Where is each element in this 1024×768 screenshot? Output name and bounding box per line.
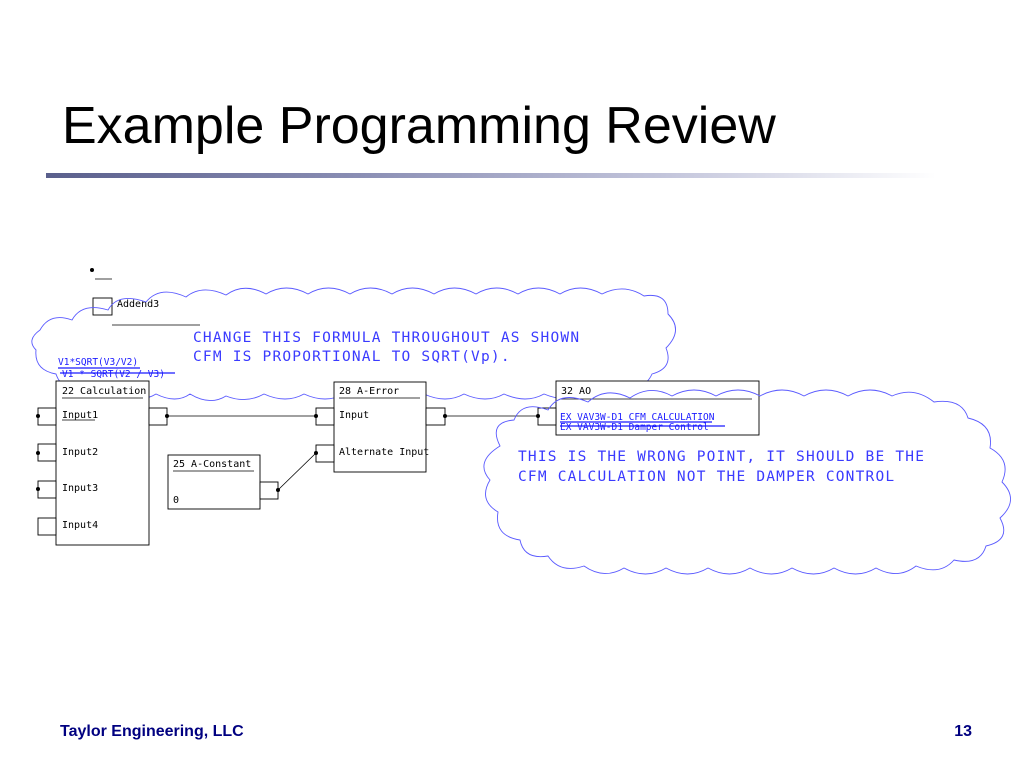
ao-input-port[interactable] <box>537 407 557 426</box>
calculation-block-title: 22 Calculation <box>62 386 146 397</box>
calc-input1-label: Input1 <box>62 410 98 421</box>
constant-output-port[interactable] <box>259 481 279 500</box>
error-block[interactable] <box>333 381 427 473</box>
error-alternate-input-port[interactable] <box>315 444 335 463</box>
error-input-label: Input <box>339 410 369 421</box>
wire-constant-to-error <box>277 452 317 491</box>
formula-note-line-1: CHANGE THIS FORMULA THROUGHOUT AS SHOWN <box>193 330 580 346</box>
addend-label: Addend3 <box>117 299 159 310</box>
addend-port[interactable] <box>92 297 113 316</box>
calc-input2-label: Input2 <box>62 447 98 458</box>
title-underline <box>46 173 936 178</box>
wrong-point-note-cloud <box>483 389 1011 575</box>
wrong-point-note-line-1: THIS IS THE WRONG POINT, IT SHOULD BE TH… <box>518 449 925 465</box>
connection-dot <box>314 414 318 418</box>
ao-block-title: 32 AO <box>561 386 591 397</box>
constant-value: 0 <box>173 495 179 506</box>
page-number: 13 <box>954 723 972 740</box>
calc-input4-port[interactable] <box>37 517 57 536</box>
connection-dot <box>36 414 40 418</box>
connection-dot <box>36 451 40 455</box>
connection-dot <box>90 268 94 272</box>
connection-dot <box>36 487 40 491</box>
connection-dot <box>314 451 318 455</box>
ao-point-old: EX VAV3W-D1 Damper Control <box>560 422 709 433</box>
error-output-port[interactable] <box>425 407 446 426</box>
error-input-port[interactable] <box>315 407 335 426</box>
slide-title: Example Programming Review <box>62 97 776 155</box>
error-alternate-input-label: Alternate Input <box>339 447 429 458</box>
constant-block-title: 25 A-Constant <box>173 459 251 470</box>
calc-output-port[interactable] <box>148 407 168 426</box>
ao-point-new: EX VAV3W-D1 CFM CALCULATION <box>560 412 715 423</box>
calc-input3-label: Input3 <box>62 483 98 494</box>
formula-note-line-2: CFM IS PROPORTIONAL TO SQRT(Vp). <box>193 349 511 365</box>
connection-dot <box>536 414 540 418</box>
constant-block[interactable] <box>167 454 261 510</box>
footer-company: Taylor Engineering, LLC <box>60 723 244 740</box>
calc-input1-port[interactable] <box>37 407 57 426</box>
calc-input3-port[interactable] <box>37 480 57 499</box>
formula-note-cloud <box>31 287 676 401</box>
calc-input4-label: Input4 <box>62 520 98 531</box>
formula-current: V1*SQRT(V3/V2) <box>58 357 138 368</box>
calculation-block[interactable] <box>55 380 150 546</box>
wrong-point-note-line-2: CFM CALCULATION NOT THE DAMPER CONTROL <box>518 469 895 485</box>
calc-input2-port[interactable] <box>37 443 57 462</box>
formula-new: V1 * SQRT(V2 / V3) <box>62 369 165 380</box>
error-block-title: 28 A-Error <box>339 386 399 397</box>
